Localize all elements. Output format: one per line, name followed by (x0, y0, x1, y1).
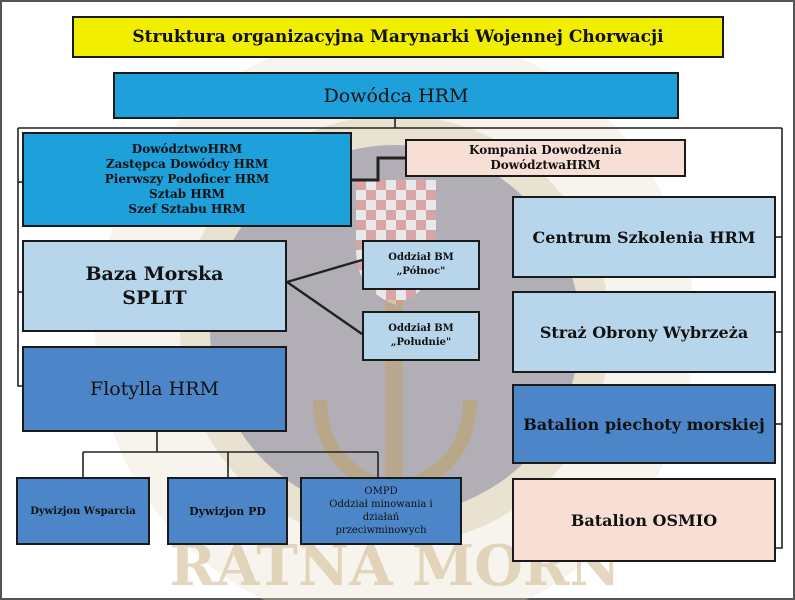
node-support-division: Dywizjon Wsparcia (16, 477, 150, 545)
node-detachment-north: Oddział BM „Północ" (362, 240, 480, 290)
node-command-company: Kompania Dowodzenia DowództwaHRM (405, 139, 686, 177)
node-ompd: OMPD Oddział minowania i działań przeciw… (300, 477, 462, 545)
chart-title: Struktura organizacyjna Marynarki Wojenn… (72, 16, 724, 58)
node-naval-base-split: Baza Morska SPLIT (22, 240, 287, 332)
node-flotilla: Flotylla HRM (22, 346, 287, 432)
node-commander: Dowódca HRM (113, 72, 679, 119)
node-osmio-battalion: Batalion OSMIO (512, 478, 776, 562)
node-command-hq: DowództwoHRM Zastępca Dowódcy HRM Pierws… (22, 132, 352, 227)
node-coast-guard: Straż Obrony Wybrzeża (512, 291, 776, 373)
node-pd-division: Dywizjon PD (167, 477, 288, 545)
node-detachment-south: Oddział BM „Południe" (362, 311, 480, 361)
node-marine-battalion: Batalion piechoty morskiej (512, 384, 776, 464)
node-training-centre: Centrum Szkolenia HRM (512, 196, 776, 278)
